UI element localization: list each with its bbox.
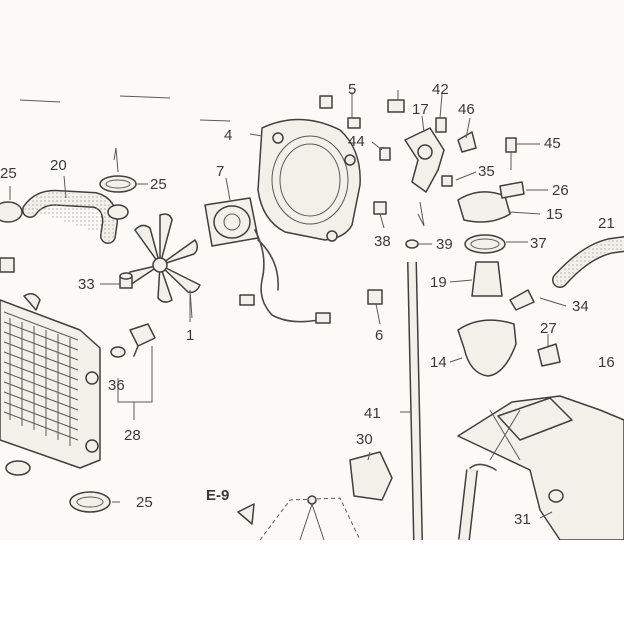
hose-clamp-top xyxy=(99,147,137,193)
bottom-margin xyxy=(0,540,624,624)
callout-26: 26 xyxy=(552,182,569,199)
e9-reference xyxy=(237,495,361,540)
background-marks xyxy=(19,95,231,122)
callout-42: 42 xyxy=(432,81,449,98)
callout-41: 41 xyxy=(364,405,381,422)
callout-39: 39 xyxy=(436,236,453,253)
callout-4: 4 xyxy=(224,127,232,144)
callout-30: 30 xyxy=(356,431,373,448)
callout-36: 36 xyxy=(108,377,125,394)
radiator-hose-upper-left xyxy=(22,189,129,244)
callout-14: 14 xyxy=(430,354,447,371)
fan-blade-part xyxy=(126,213,201,319)
callout-38: 38 xyxy=(374,233,391,250)
callout-34: 34 xyxy=(572,298,589,315)
callout-31: 31 xyxy=(514,511,531,528)
callout-45: 45 xyxy=(544,135,561,152)
callout-46: 46 xyxy=(458,101,475,118)
bolts-top-cluster xyxy=(319,95,517,305)
callout-28: 28 xyxy=(124,427,141,444)
callout-15: 15 xyxy=(546,206,563,223)
callout-1: 1 xyxy=(186,327,194,344)
callout-27: 27 xyxy=(540,320,557,337)
callout-5: 5 xyxy=(348,81,356,98)
bolt-33-part xyxy=(119,272,133,289)
exploded-parts-diagram: 4 5 42 17 46 44 45 25 20 25 7 35 26 15 2… xyxy=(0,81,624,540)
callout-21: 21 xyxy=(598,215,615,232)
bracket-30-part xyxy=(349,451,393,501)
reserve-tank-part xyxy=(457,395,624,540)
callout-labels: 4 5 42 17 46 44 45 25 20 25 7 35 26 15 2… xyxy=(0,81,615,528)
callout-44: 44 xyxy=(348,133,365,150)
temp-sensor-part xyxy=(110,323,156,420)
callout-17: 17 xyxy=(412,101,429,118)
callout-35: 35 xyxy=(478,163,495,180)
radiator-hose-right xyxy=(552,236,624,288)
callout-19: 19 xyxy=(430,274,447,291)
overflow-tube-41 xyxy=(407,261,423,540)
callout-33: 33 xyxy=(78,276,95,293)
fan-motor-part xyxy=(204,197,331,324)
callout-37: 37 xyxy=(530,235,547,252)
callout-16: 16 xyxy=(598,354,615,371)
callout-25-bottom: 25 xyxy=(136,494,153,511)
callout-20: 20 xyxy=(50,157,67,174)
callout-25-top: 25 xyxy=(150,176,167,193)
parts-diagram-sheet: 4 5 42 17 46 44 45 25 20 25 7 35 26 15 2… xyxy=(0,81,624,540)
callout-7: 7 xyxy=(216,163,224,180)
hose-clamp-left xyxy=(0,201,23,223)
callout-25-left: 25 xyxy=(0,165,17,182)
leader-lines xyxy=(9,90,567,519)
callout-6: 6 xyxy=(375,327,383,344)
callout-e9: E-9 xyxy=(206,487,229,504)
sensor-27-part xyxy=(537,334,561,367)
radiator-part xyxy=(0,257,101,469)
fan-shroud-part xyxy=(257,118,361,242)
thermostat-housing-part xyxy=(404,127,535,377)
hose-clamp-bottom xyxy=(5,460,111,513)
